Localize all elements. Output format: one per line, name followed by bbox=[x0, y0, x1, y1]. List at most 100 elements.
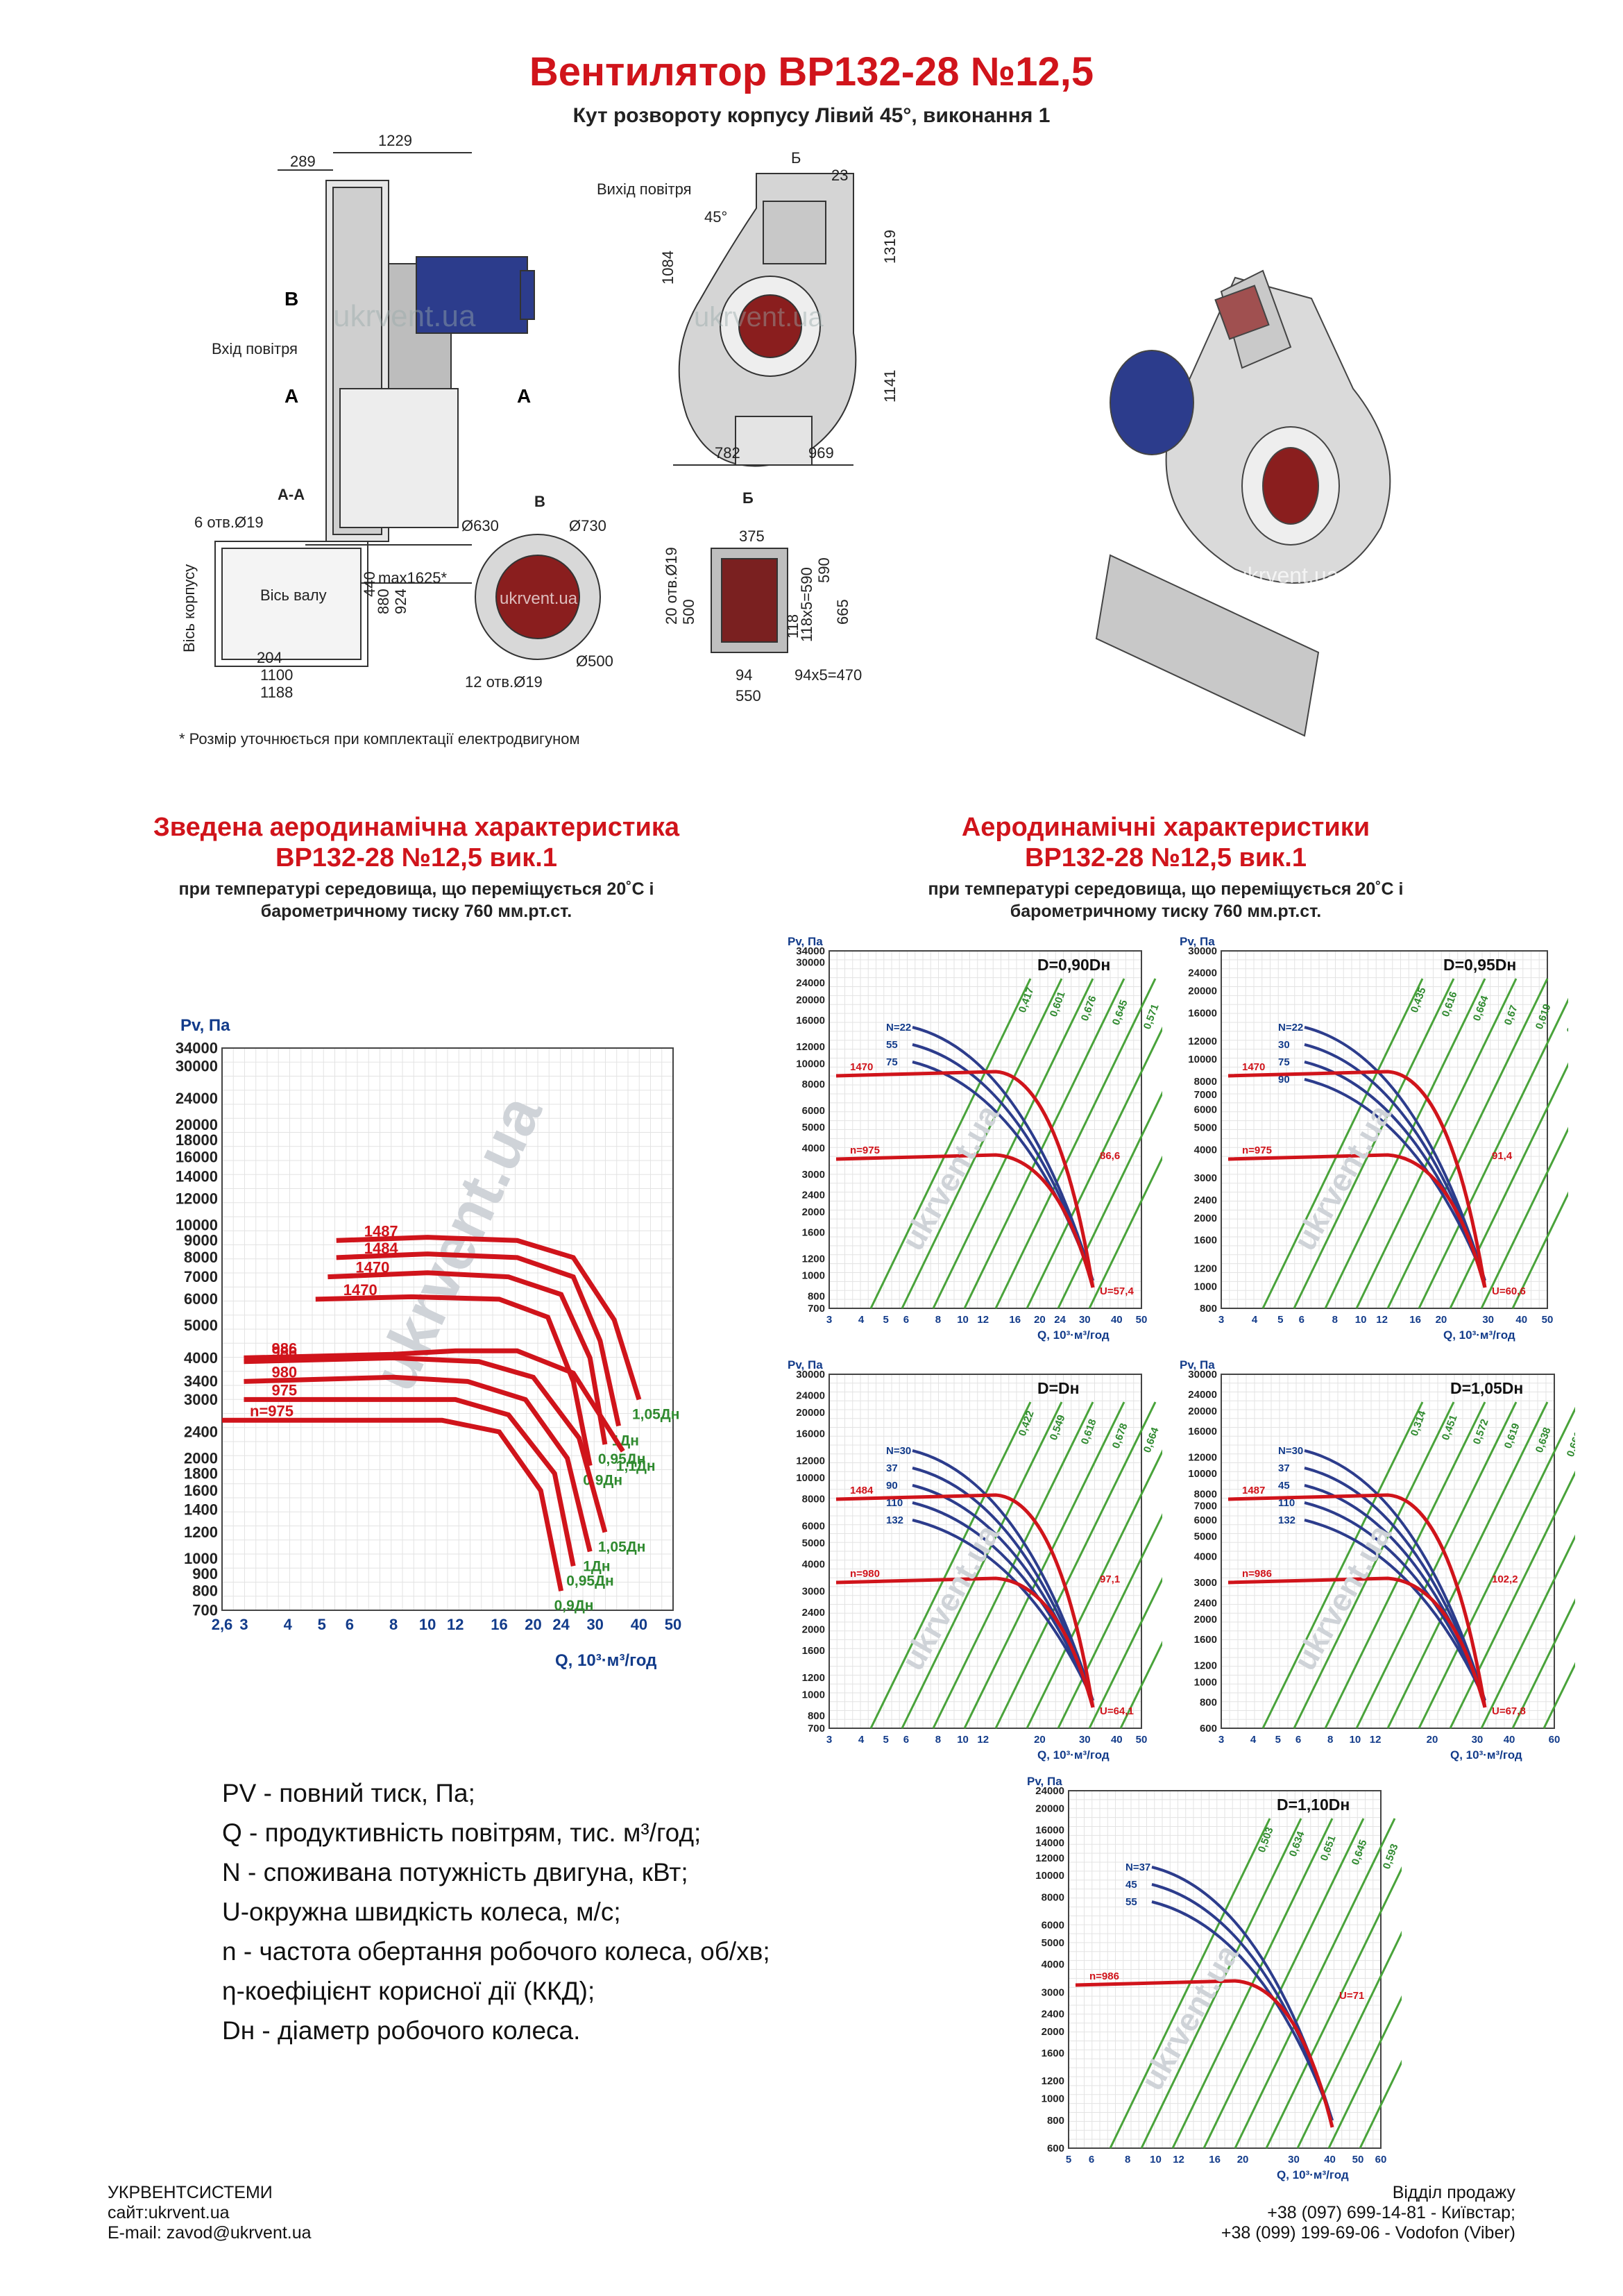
section-aa-1188: 1188 bbox=[260, 684, 293, 701]
x-tick-label: 12 bbox=[1376, 1314, 1388, 1326]
watermark-section: ukrvent.ua bbox=[500, 589, 578, 608]
power-label: 30 bbox=[1278, 1039, 1290, 1051]
efficiency-label: 0,661 bbox=[1565, 1430, 1575, 1458]
y-tick-label: 2000 bbox=[802, 1624, 825, 1636]
x-tick-label: 60 bbox=[1375, 2154, 1387, 2166]
y-axis-label: Pv, Па bbox=[788, 935, 823, 948]
efficiency-line bbox=[1140, 1818, 1302, 2149]
y-tick-label: 1600 bbox=[1042, 2048, 1064, 2059]
y-tick-label: 30000 bbox=[1188, 945, 1217, 957]
legend-item: U-окружна швидкість колеса, м/с; bbox=[222, 1898, 621, 1926]
y-tick-label: 10000 bbox=[1188, 1468, 1217, 1480]
y-tick-label: 10000 bbox=[176, 1217, 218, 1234]
efficiency-line bbox=[1088, 1577, 1162, 1729]
y-tick-label: 1600 bbox=[1194, 1235, 1217, 1247]
x-tick-label: 5 bbox=[1275, 1734, 1281, 1746]
chart-watermark: ukrvent.ua bbox=[1134, 1938, 1246, 2096]
y-tick-label: 20000 bbox=[1188, 1406, 1217, 1417]
efficiency-line bbox=[963, 978, 1125, 1309]
x-tick-label: 40 bbox=[1504, 1734, 1515, 1746]
x-axis-label: Q, 10³·м³/год bbox=[555, 1651, 656, 1670]
efficiency-line bbox=[1418, 997, 1568, 1309]
series-diameter-label: 1,1Дн bbox=[616, 1458, 656, 1474]
x-tick-label: 16 bbox=[1209, 2154, 1221, 2166]
y-tick-label: 6000 bbox=[184, 1290, 218, 1308]
x-tick-label: 3 bbox=[239, 1616, 248, 1633]
series-line bbox=[244, 1348, 625, 1453]
series-speed-label: 986 bbox=[271, 1344, 297, 1361]
section-aa-440: 440 bbox=[361, 571, 378, 597]
y-tick-label: 2400 bbox=[802, 1190, 825, 1201]
footer-site[interactable]: сайт:ukrvent.ua bbox=[108, 2203, 230, 2222]
power-label: 132 bbox=[1278, 1514, 1295, 1526]
efficiency-label: 0,618 bbox=[1079, 1417, 1099, 1446]
x-tick-label: 6 bbox=[1299, 1314, 1305, 1326]
legend-item: PV - повний тиск, Па; bbox=[222, 1779, 475, 1807]
end-label: U=60,6 bbox=[1492, 1285, 1526, 1297]
y-tick-label: 12000 bbox=[176, 1190, 218, 1208]
x-tick-label: 30 bbox=[1079, 1734, 1091, 1746]
section-v-500: Ø500 bbox=[576, 652, 613, 670]
x-tick-label: 30 bbox=[1482, 1314, 1494, 1326]
section-b bbox=[711, 548, 788, 653]
section-aa-924: 924 bbox=[392, 589, 409, 614]
efficiency-line bbox=[1234, 1818, 1396, 2149]
speed-label: n=986 bbox=[1242, 1568, 1272, 1580]
y-tick-label: 800 bbox=[1200, 1303, 1217, 1315]
section-v bbox=[475, 534, 601, 660]
efficiency-line bbox=[1355, 978, 1518, 1309]
efficiency-label: 0,619 bbox=[1533, 1002, 1554, 1031]
footer-sales-block: Відділ продажу +38 (097) 699-14-81 - Киї… bbox=[1221, 2183, 1515, 2243]
power-label: 37 bbox=[886, 1462, 898, 1474]
y-tick-label: 3000 bbox=[1194, 1172, 1217, 1184]
y-tick-label: 5000 bbox=[184, 1317, 218, 1334]
efficiency-line bbox=[901, 1401, 1063, 1729]
power-label: 90 bbox=[886, 1480, 898, 1492]
speed-label: n=975 bbox=[1242, 1145, 1272, 1156]
power-label: 132 bbox=[886, 1514, 903, 1526]
x-tick-label: 5 bbox=[883, 1314, 889, 1326]
y-tick-label: 14000 bbox=[1035, 1837, 1064, 1849]
y-tick-label: 6000 bbox=[1194, 1514, 1217, 1526]
x-tick-label: 30 bbox=[1288, 2154, 1300, 2166]
efficiency-line bbox=[1386, 1401, 1549, 1729]
series-line bbox=[244, 1396, 576, 1567]
efficiency-line bbox=[869, 978, 1032, 1309]
efficiency-line bbox=[1026, 1026, 1162, 1309]
x-tick-label: 50 bbox=[1136, 1734, 1148, 1746]
section-b-375: 375 bbox=[739, 527, 765, 545]
speed-label: 1484 bbox=[850, 1485, 874, 1496]
series-line bbox=[222, 1417, 564, 1592]
speed-line bbox=[1227, 1153, 1487, 1288]
footer-phone-2[interactable]: +38 (099) 199-69-06 - Vodofon (Viber) bbox=[1221, 2223, 1515, 2243]
power-line bbox=[1304, 1026, 1486, 1281]
end-label: U=64,1 bbox=[1100, 1705, 1134, 1717]
x-tick-label: 40 bbox=[1324, 2154, 1336, 2166]
y-tick-label: 24000 bbox=[1188, 1389, 1217, 1401]
x-tick-label: 12 bbox=[1173, 2154, 1184, 2166]
x-tick-label: 4 bbox=[1252, 1314, 1258, 1326]
end-label: U=71 bbox=[1339, 1990, 1364, 2002]
x-tick-label: 30 bbox=[1079, 1314, 1091, 1326]
y-tick-label: 24000 bbox=[176, 1090, 218, 1107]
power-label: 45 bbox=[1125, 1879, 1137, 1891]
y-tick-label: 14000 bbox=[176, 1167, 218, 1185]
speed-line bbox=[1227, 1493, 1487, 1708]
front-dim-1084: 1084 bbox=[659, 251, 677, 285]
x-tick-label: 4 bbox=[284, 1616, 293, 1633]
end-label: 86,6 bbox=[1100, 1150, 1120, 1162]
efficiency-line bbox=[1386, 978, 1549, 1309]
y-tick-label: 2000 bbox=[802, 1206, 825, 1218]
power-label: 45 bbox=[1278, 1480, 1290, 1492]
end-label: U=57,4 bbox=[1100, 1285, 1134, 1297]
x-tick-label: 10 bbox=[1150, 2154, 1162, 2166]
end-label: 102,2 bbox=[1492, 1573, 1518, 1585]
efficiency-line bbox=[1327, 1995, 1402, 2149]
efficiency-line bbox=[1359, 2059, 1402, 2149]
footer-phone-1[interactable]: +38 (097) 699-14-81 - Київстар; bbox=[1267, 2203, 1515, 2222]
footer-email[interactable]: E-mail: zavod@ukrvent.ua bbox=[108, 2223, 312, 2243]
series-speed-label: 975 bbox=[271, 1381, 297, 1399]
